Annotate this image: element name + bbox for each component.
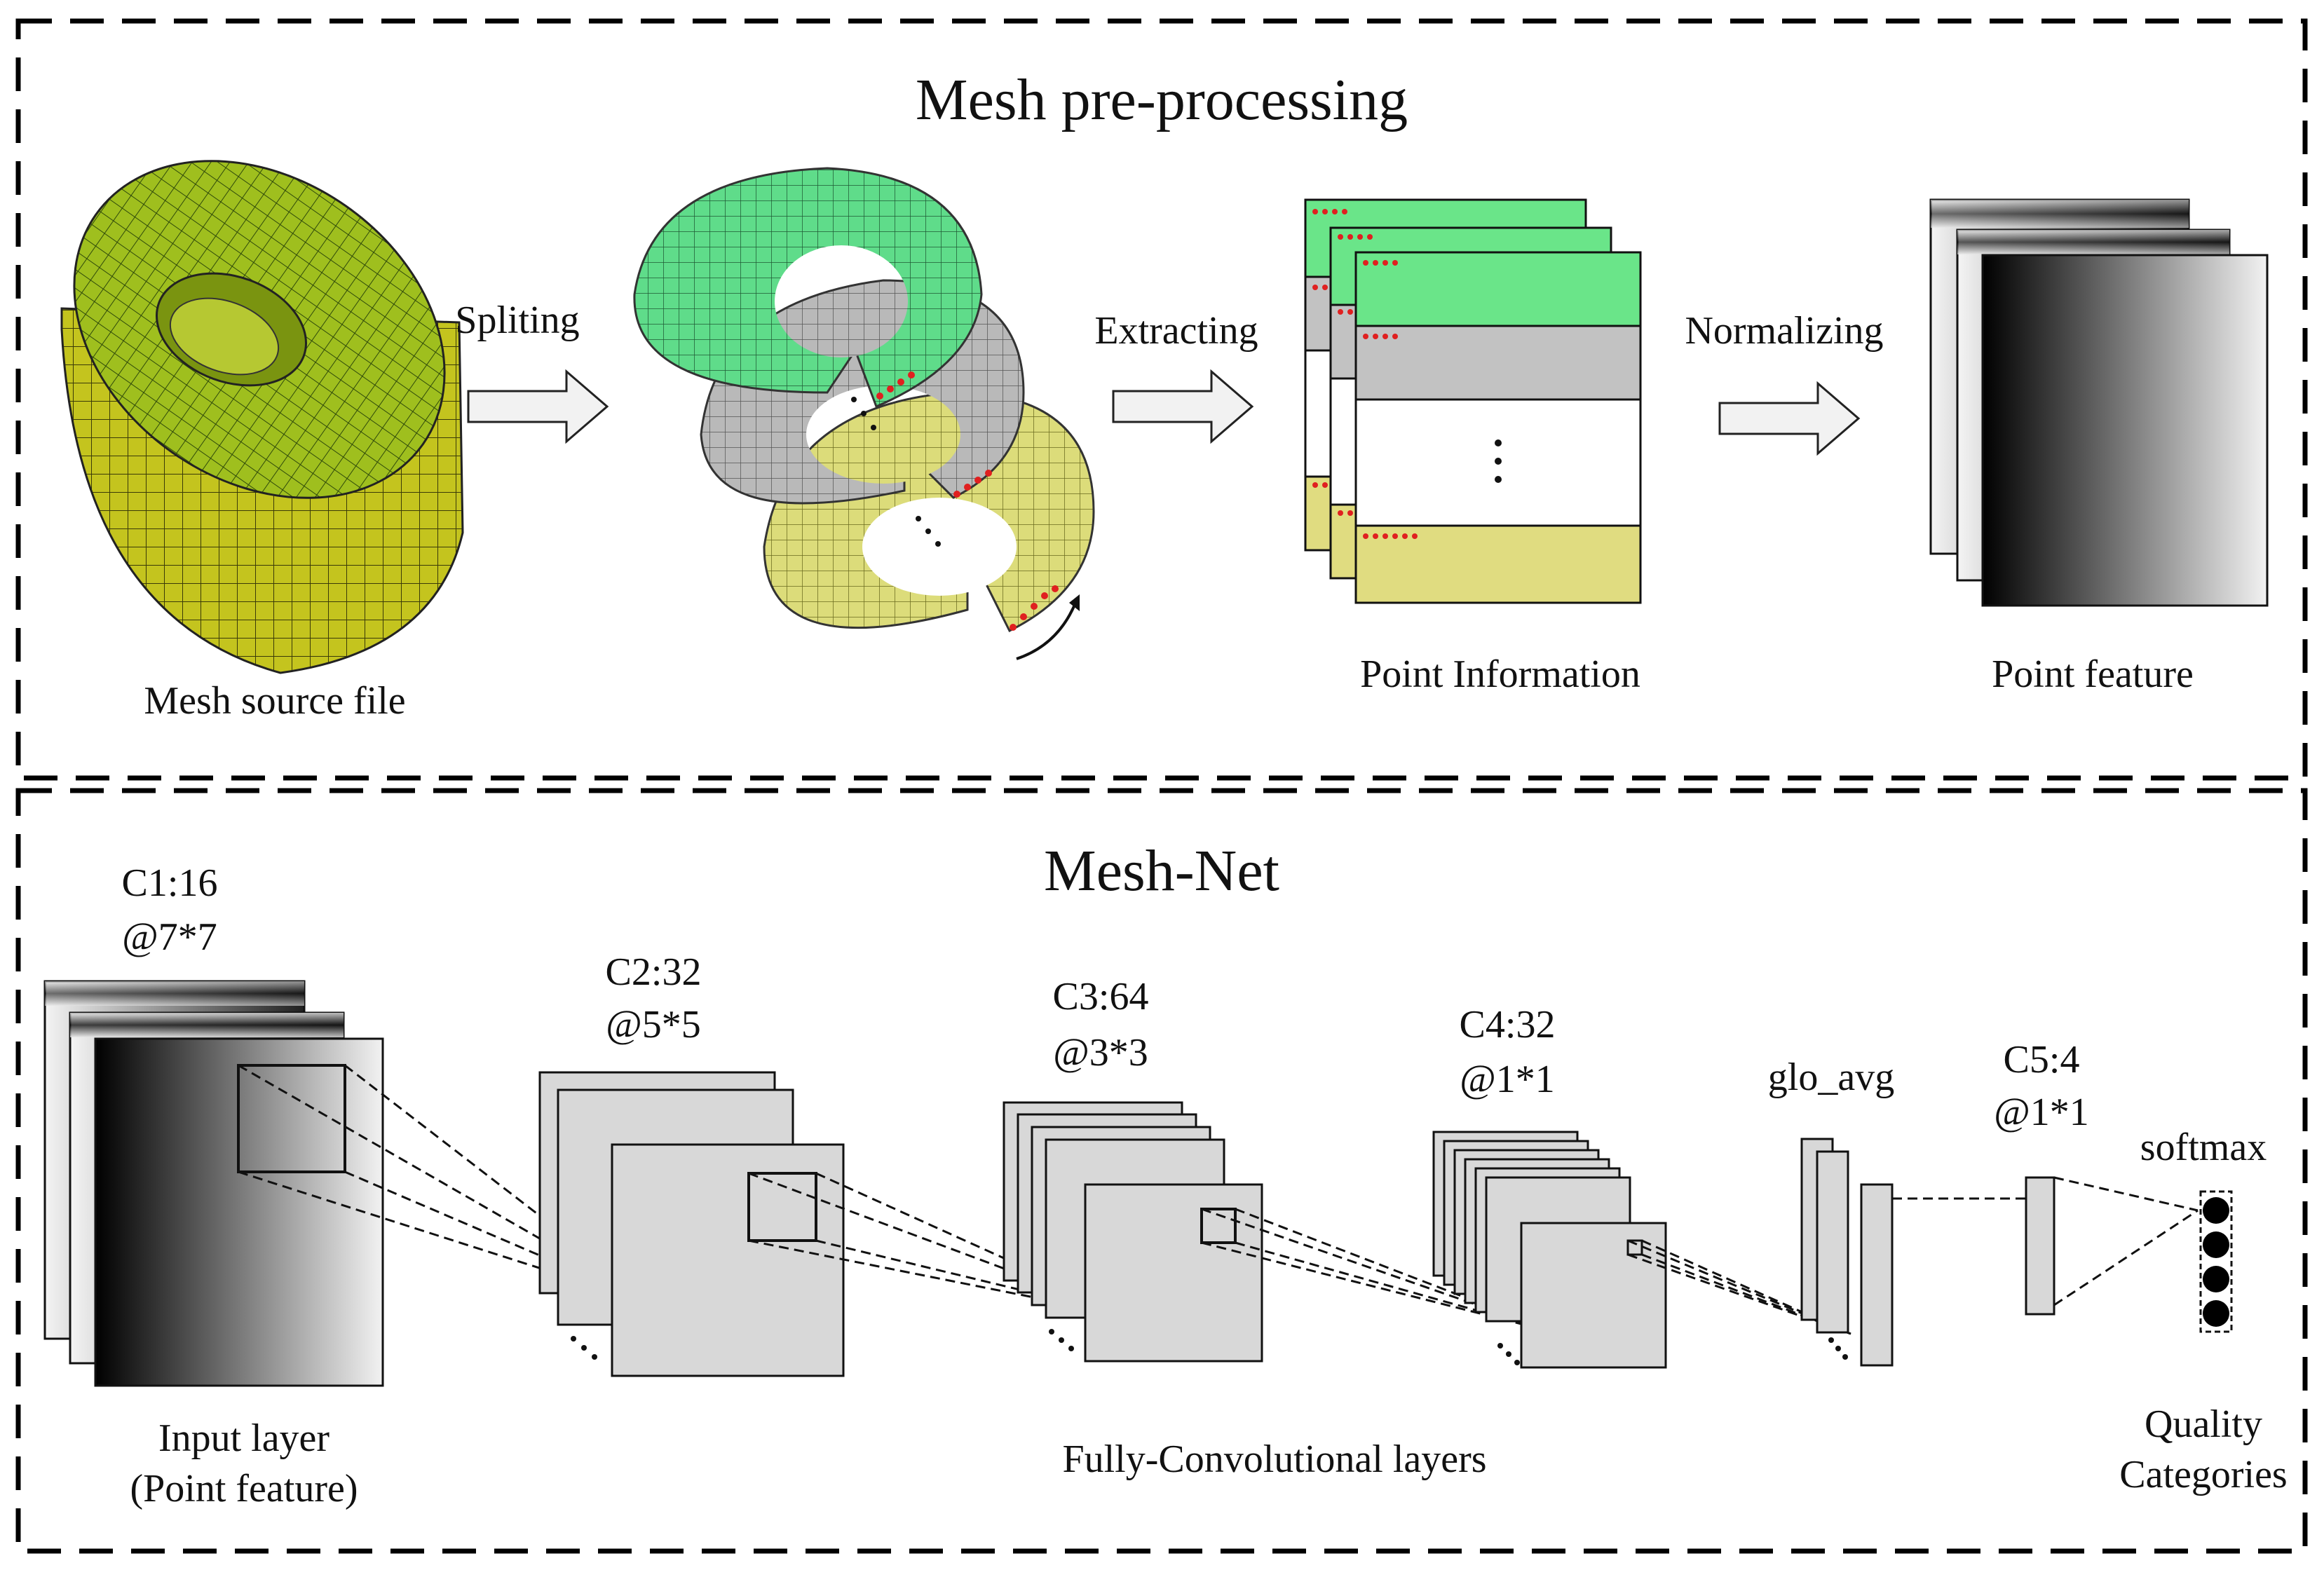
c2-name: C2:32 [606, 950, 702, 994]
point-feature-stack [1929, 198, 2269, 607]
c4-kernel: @1*1 [1460, 1058, 1555, 1101]
quality-caption-1: Quality [2145, 1402, 2262, 1446]
normalizing-label: Normalizing [1685, 309, 1883, 353]
c5-to-softmax-lines [2053, 1176, 2199, 1306]
input-layer-stack [43, 980, 384, 1387]
c3-name: C3:64 [1053, 975, 1149, 1018]
input-caption-2: (Point feature) [130, 1467, 358, 1510]
normalizing-arrow [1718, 381, 1861, 456]
extracting-arrow [1112, 369, 1254, 444]
point-information-stack [1304, 198, 1642, 604]
c5-name: C5:4 [2004, 1038, 2080, 1081]
meshnet-panel-frame [15, 788, 2308, 1554]
c2-feature-maps [538, 1071, 845, 1377]
mesh-source-caption: Mesh source file [144, 679, 405, 723]
glo-avg-label: glo_avg [1768, 1056, 1894, 1099]
point-feature-caption: Point feature [1992, 653, 2194, 696]
quality-caption-2: Categories [2119, 1453, 2287, 1496]
c4-feature-maps [1432, 1131, 1667, 1369]
c3-kernel: @3*3 [1053, 1031, 1148, 1074]
glo-avg-vectors [1800, 1138, 1894, 1367]
c2-kernel: @5*5 [606, 1003, 701, 1046]
c4-name: C4:32 [1460, 1003, 1556, 1046]
c5-kernel: @1*1 [1994, 1091, 2089, 1134]
preprocessing-title: Mesh pre-processing [916, 67, 1408, 132]
splitting-arrow [467, 369, 609, 444]
softmax-label: softmax [2140, 1126, 2267, 1169]
c3-feature-maps [1003, 1101, 1263, 1363]
conv-layers-caption: Fully-Convolutional layers [1062, 1438, 1486, 1481]
split-mesh-rings [633, 167, 1095, 660]
preprocessing-panel-frame [15, 18, 2308, 781]
softmax-outputs [2199, 1190, 2233, 1333]
splitting-label: Spliting [455, 299, 579, 342]
mesh-cylinder [60, 160, 464, 674]
c1-name: C1:16 [122, 861, 218, 905]
c5-vector [2025, 1176, 2055, 1316]
extracting-label: Extracting [1094, 309, 1258, 353]
meshnet-title: Mesh-Net [1044, 838, 1279, 903]
input-caption-1: Input layer [158, 1417, 329, 1460]
point-information-caption: Point Information [1360, 653, 1640, 696]
c1-kernel: @7*7 [122, 915, 217, 959]
